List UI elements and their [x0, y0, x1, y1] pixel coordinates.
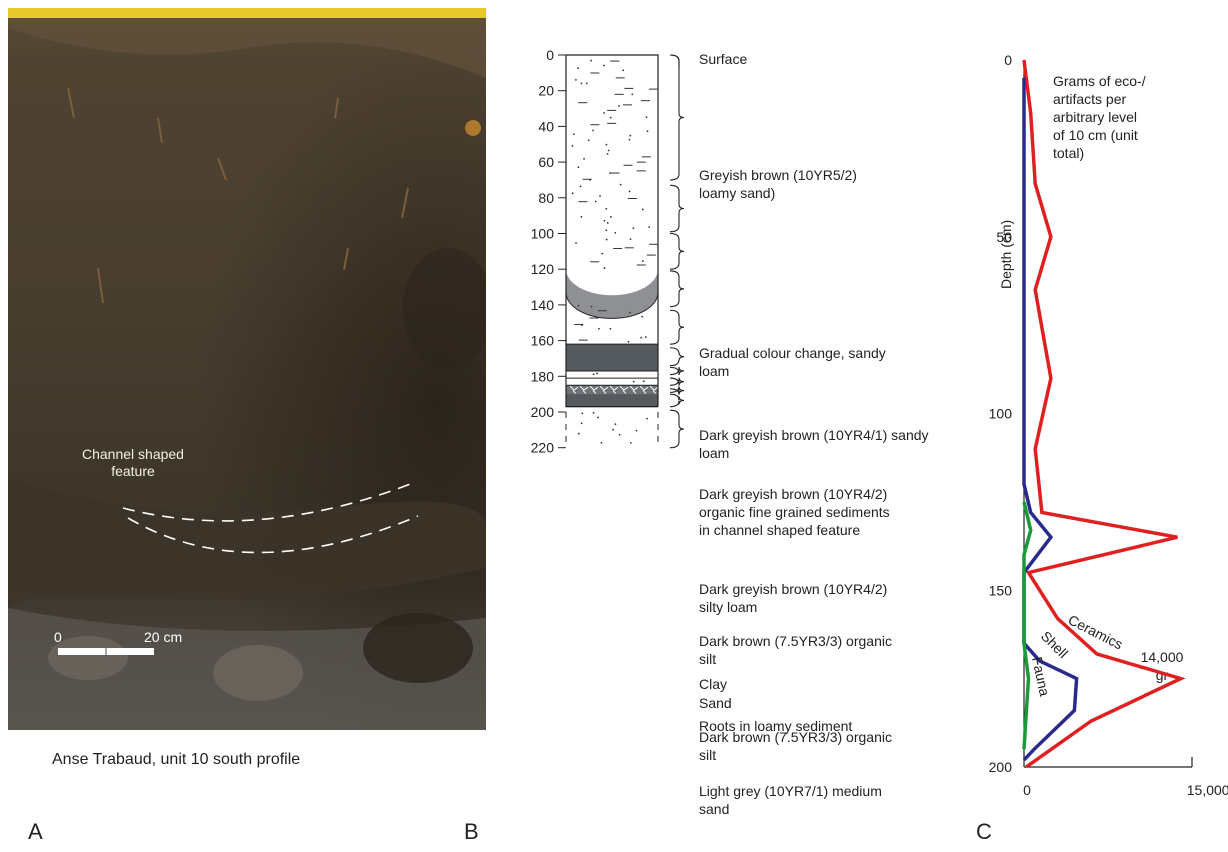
y-tick-label: 50 — [996, 229, 1012, 245]
layer-description: Roots in loamy sediment — [699, 718, 852, 734]
layer-description: loamy sand) — [699, 185, 775, 201]
layer-description: Gradual colour change, sandy — [699, 345, 886, 361]
channel-feature-label-line2: feature — [111, 463, 155, 479]
chart-annotation: artifacts per — [1053, 91, 1126, 107]
layer-description: Greyish brown (10YR5/2) — [699, 167, 857, 183]
layer-description: silty loam — [699, 599, 757, 615]
layer-organic-silt-1 — [566, 344, 658, 371]
layer-brace — [669, 270, 685, 308]
y-tick-label: 200 — [989, 759, 1013, 775]
series-line-fauna — [1022, 501, 1033, 750]
depth-tick-label: 60 — [538, 154, 554, 170]
layer-description: Dark greyish brown (10YR4/1) sandy — [699, 427, 929, 443]
depth-tick-label: 20 — [538, 83, 554, 99]
layer-brace — [669, 409, 685, 449]
layer-description: loam — [699, 445, 729, 461]
scale-start-label: 0 — [54, 629, 62, 645]
layer-description: Surface — [699, 51, 747, 67]
layer-description: loam — [699, 363, 729, 379]
depth-tick-label: 140 — [531, 297, 555, 313]
layer-brace — [669, 54, 685, 181]
layer-brace — [669, 232, 685, 270]
layer-brace — [669, 347, 685, 367]
layer-brace — [669, 184, 685, 233]
photo-caption: Anse Trabaud, unit 10 south profile — [52, 751, 301, 768]
tape-measure — [8, 8, 486, 18]
channel-feature-label: Channel shaped feature — [48, 446, 218, 480]
layer-description: Light grey (10YR7/1) medium — [699, 783, 882, 799]
y-tick-label: 100 — [989, 406, 1013, 422]
depth-tick-label: 200 — [531, 404, 555, 420]
x-tick-label: 0 — [1023, 782, 1031, 798]
layer-brace — [669, 366, 685, 376]
profile-photo-drawing — [8, 8, 486, 730]
depth-tick-label: 0 — [546, 47, 554, 63]
layer-description: Dark brown (7.5YR3/3) organic — [699, 633, 892, 649]
column-outline — [565, 54, 659, 408]
x-tick-label: 15,000 g — [1187, 782, 1228, 798]
layer-description: Clay — [699, 676, 727, 692]
layer-brace — [669, 377, 685, 386]
artifact-chart: 0 50 100 150 200 0 15,000 g Depth (cm) Grams of … — [989, 52, 1228, 798]
depth-tick-label: 220 — [531, 440, 555, 456]
layer-description: silt — [699, 747, 716, 763]
y-tick-label: 0 — [1004, 52, 1012, 68]
layer-description: organic fine grained sediments — [699, 504, 890, 520]
channel-outline-upper — [122, 482, 414, 522]
layer-description: sand — [699, 801, 729, 817]
depth-tick-label: 160 — [531, 333, 555, 349]
chart-annotation: arbitrary level — [1053, 109, 1137, 125]
chart-annotation: of 10 cm (unit — [1053, 127, 1138, 143]
layer-description: Dark greyish brown (10YR4/2) — [699, 486, 887, 502]
sand-texture — [571, 59, 659, 444]
depth-tick-label: 40 — [538, 118, 554, 134]
layer-description: in channel shaped feature — [699, 522, 860, 538]
channel-feature-base — [565, 292, 659, 319]
panel-letter-c: C — [976, 819, 992, 844]
layer-description: Dark brown (7.5YR3/3) organic — [699, 729, 892, 745]
peak-label: 14,000 — [1141, 649, 1184, 665]
roots-pattern — [566, 385, 659, 395]
y-axis-label: Depth (cm) — [998, 220, 1014, 289]
layer-description: Dark greyish brown (10YR4/2) — [699, 581, 887, 597]
chart-annotation: Grams of eco-/ — [1053, 73, 1146, 89]
profile-photo: Channel shaped feature 0 20 cm — [8, 8, 486, 730]
depth-tick-label: 120 — [531, 261, 555, 277]
channel-feature-label-line1: Channel shaped — [82, 446, 184, 462]
depth-tick-label: 180 — [531, 368, 555, 384]
series-line-ceramics — [1022, 59, 1186, 769]
layer-description: Sand — [699, 695, 732, 711]
scale-end-label: 20 cm — [144, 629, 183, 645]
layer-brace — [669, 309, 685, 345]
series-label-fauna: Fauna — [1029, 655, 1053, 697]
panel-letter-b: B — [464, 819, 479, 844]
chart-annotation: total) — [1053, 145, 1084, 161]
stratigraphic-column: 0 20 40 60 80 100 120 140 160 180 200 220 SurfaceGre… — [531, 47, 929, 817]
layer-description: silt — [699, 651, 716, 667]
layer-brace — [669, 386, 685, 395]
channel-feature-fill — [566, 269, 658, 319]
depth-tick-label: 100 — [531, 226, 555, 242]
layer-brace — [669, 393, 685, 408]
y-tick-label: 150 — [989, 582, 1013, 598]
panel-letter-a: A — [28, 819, 43, 844]
depth-tick-label: 80 — [538, 190, 554, 206]
